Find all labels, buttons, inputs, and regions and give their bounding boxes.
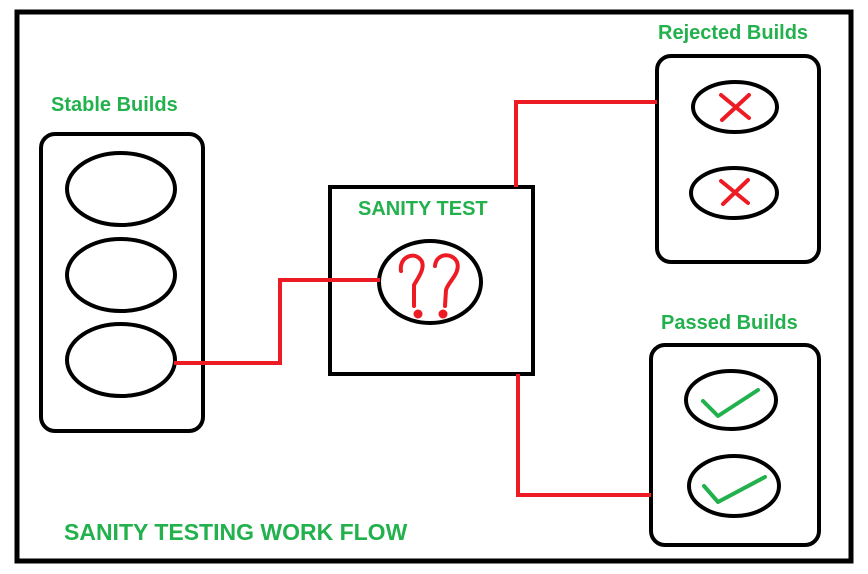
rejected-build-ellipse-2 — [689, 166, 779, 220]
checkmark-icon — [702, 475, 767, 504]
connector-test-to-passed — [516, 374, 651, 497]
rejected-builds-container — [655, 54, 821, 264]
stable-build-ellipse-1 — [65, 151, 177, 227]
passed-build-ellipse-1 — [684, 369, 778, 431]
sanity-test-ellipse — [377, 239, 483, 325]
passed-builds-container — [649, 343, 821, 547]
rejected-build-ellipse-1 — [691, 80, 779, 134]
checkmark-icon — [701, 388, 760, 418]
stable-build-ellipse-3 — [65, 322, 177, 398]
stable-builds-container — [39, 132, 205, 433]
outer-frame — [14, 9, 854, 564]
cross-icon — [719, 93, 751, 122]
question-marks-icon — [398, 253, 460, 319]
rejected-builds-label: Rejected Builds — [658, 22, 809, 44]
diagram-title: SANITY TESTING WORK FLOW — [64, 519, 408, 545]
passed-build-ellipse-2 — [687, 454, 781, 518]
connector-stable-to-test — [174, 278, 380, 365]
sanity-test-label: SANITY TEST — [358, 198, 488, 220]
stable-build-ellipse-2 — [65, 237, 177, 313]
stable-builds-label: Stable Builds — [51, 94, 178, 116]
connector-test-to-rejected — [514, 100, 657, 187]
cross-icon — [719, 178, 750, 206]
passed-builds-label: Passed Builds — [661, 312, 798, 334]
